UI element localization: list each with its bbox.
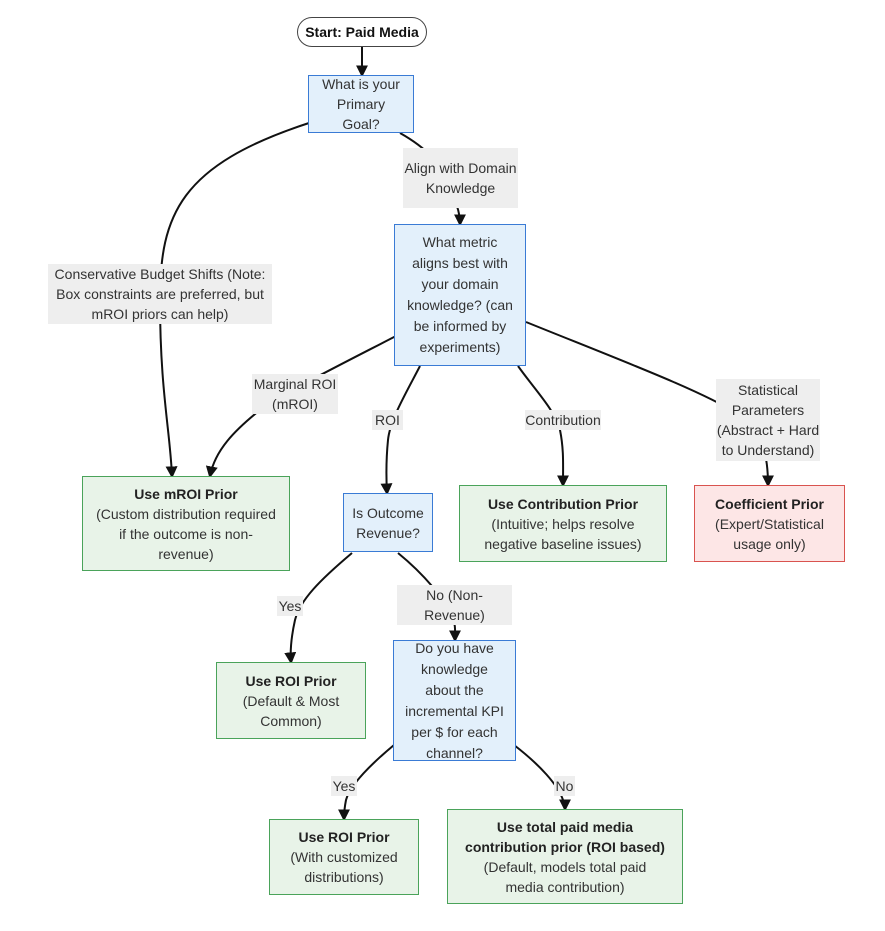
coefficient-prior-title: Coefficient Prior xyxy=(715,495,824,512)
edge-label-yes-revenue: Yes xyxy=(277,596,303,616)
total-paid-prior-node: Use total paid media contribution prior … xyxy=(447,809,683,904)
roi-prior-custom-title: Use ROI Prior xyxy=(298,829,390,845)
roi-prior-custom-desc: (With customized distributions) xyxy=(290,849,398,885)
is-revenue-node: Is Outcome Revenue? xyxy=(343,493,433,552)
contribution-prior-node: Use Contribution Prior (Intuitive; helps… xyxy=(459,485,667,562)
total-paid-prior-desc: (Default, models total paid media contri… xyxy=(483,858,647,895)
primary-goal-node: What is your Primary Goal? xyxy=(308,75,414,133)
start-label: Start: Paid Media xyxy=(305,24,419,40)
total-paid-prior-title: Use total paid media contribution prior … xyxy=(465,818,665,855)
edge-revenue-to-roi xyxy=(284,552,353,665)
edge-label-statistical: Statistical Parameters (Abstract + Hard … xyxy=(716,379,820,461)
metric-align-node: What metric aligns best with your domain… xyxy=(394,224,526,366)
edge-label-no-revenue: No (Non-Revenue) xyxy=(397,585,512,625)
edge-label-no-kpi: No xyxy=(554,776,575,796)
coefficient-prior-desc: (Expert/Statistical usage only) xyxy=(715,515,824,552)
edge-label-align-domain: Align with Domain Knowledge xyxy=(403,148,518,208)
edge-label-marginal-roi: Marginal ROI (mROI) xyxy=(252,374,338,414)
contribution-prior-title: Use Contribution Prior xyxy=(487,495,639,512)
metric-align-label: What metric aligns best with your domain… xyxy=(407,234,513,355)
mroi-prior-title: Use mROI Prior xyxy=(134,485,238,502)
start-node: Start: Paid Media xyxy=(297,17,427,47)
edge-label-yes-kpi: Yes xyxy=(331,776,357,796)
mroi-prior-node: Use mROI Prior (Custom distribution requ… xyxy=(82,476,290,571)
incremental-kpi-node: Do you have knowledge about the incremen… xyxy=(393,640,516,761)
mroi-prior-desc: (Custom distribution required if the out… xyxy=(96,505,276,562)
incremental-kpi-label: Do you have knowledge about the incremen… xyxy=(405,639,504,761)
roi-prior-default-desc: (Default & Most Common) xyxy=(242,692,340,729)
roi-prior-default-node: Use ROI Prior (Default & Most Common) xyxy=(216,662,366,739)
edge-kpi-to-roi-custom xyxy=(338,744,395,822)
contribution-prior-desc: (Intuitive; helps resolve negative basel… xyxy=(484,515,642,552)
primary-goal-label: What is your Primary Goal? xyxy=(322,76,400,132)
edge-kpi-to-total xyxy=(513,744,571,812)
edge-metric-to-roi xyxy=(380,365,421,496)
coefficient-prior-node: Coefficient Prior (Expert/Statistical us… xyxy=(694,485,845,562)
edge-label-roi: ROI xyxy=(372,410,403,430)
edge-label-contribution: Contribution xyxy=(525,410,601,430)
is-revenue-label: Is Outcome Revenue? xyxy=(352,504,424,541)
edge-label-conservative: Conservative Budget Shifts (Note: Box co… xyxy=(48,264,272,324)
roi-prior-custom-node: Use ROI Prior (With customized distribut… xyxy=(269,819,419,895)
roi-prior-default-title: Use ROI Prior xyxy=(245,672,337,689)
